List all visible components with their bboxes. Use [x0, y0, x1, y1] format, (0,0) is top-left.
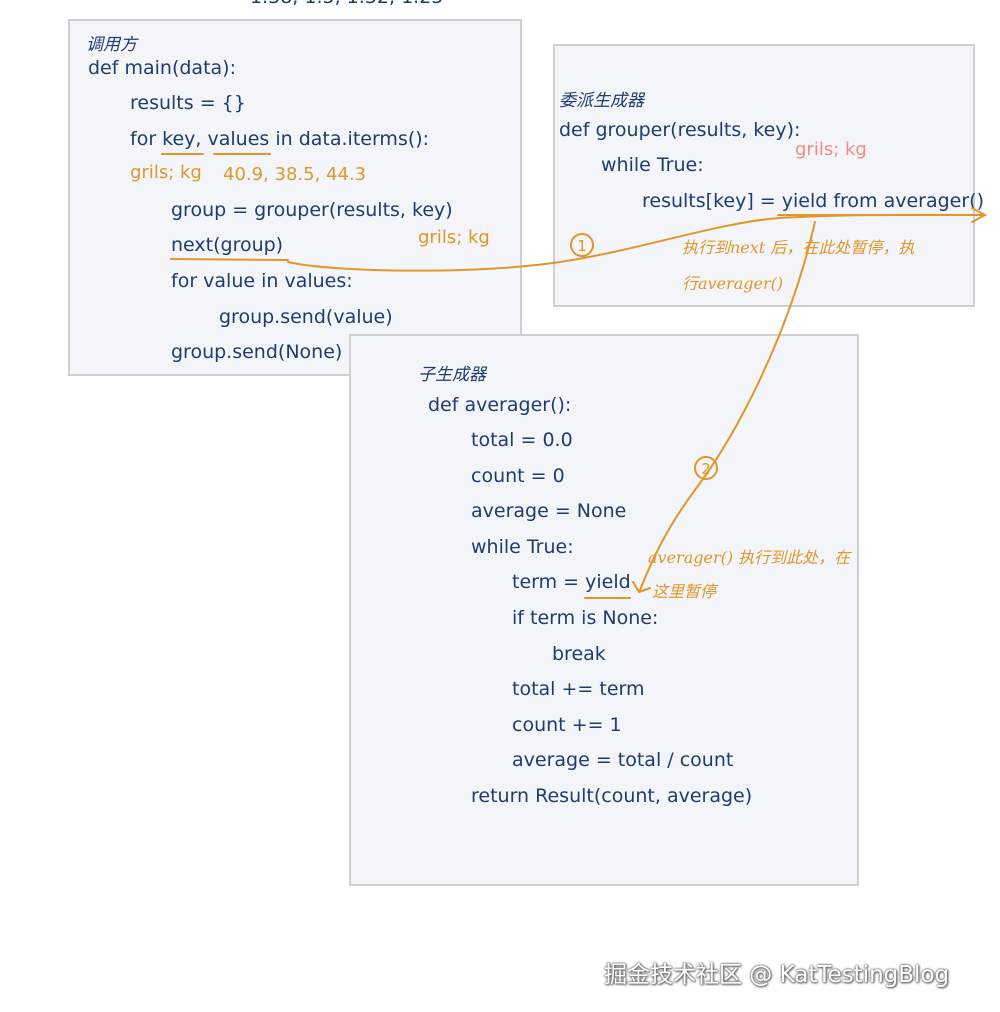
- arrow-2-line: [639, 221, 816, 591]
- subgen-line-total-add: total += term: [512, 678, 645, 700]
- annotation-key: grils; kg: [130, 162, 202, 183]
- delegator-note-line2: 行averager(): [682, 274, 784, 293]
- subgen-title: 子生成器: [418, 365, 486, 385]
- subgen-line-if: if term is None:: [512, 607, 659, 629]
- caller-line-send: group.send(value): [219, 306, 393, 328]
- marker-2-label: 2: [701, 460, 711, 478]
- subgen-line-term: term = yield: [512, 571, 631, 593]
- subgen-box: [349, 334, 859, 886]
- delegator-line-while: while True:: [601, 154, 704, 176]
- annotation-next: grils; kg: [418, 227, 490, 248]
- delegator-line-yield-from: results[key] = yield from averager(): [642, 190, 984, 212]
- subgen-line-break: break: [552, 643, 606, 665]
- subgen-line-average: average = None: [471, 500, 627, 522]
- caller-line-next: next(group): [171, 234, 284, 256]
- watermark: 掘金技术社区 @ KatTestingBlog: [604, 962, 950, 988]
- delegator-title: 委派生成器: [559, 91, 644, 111]
- arrow-2-head: [632, 581, 651, 594]
- subgen-line-average-calc: average = total / count: [512, 749, 734, 771]
- marker-1-label: 1: [577, 237, 587, 255]
- delegator-box: [553, 44, 975, 307]
- subgen-line-total: total = 0.0: [471, 429, 573, 451]
- marker-1-circle: [570, 233, 594, 257]
- caller-title: 调用方: [86, 35, 137, 55]
- subgen-line-while: while True:: [471, 536, 574, 558]
- delegator-annotation: grils; kg: [795, 139, 867, 160]
- subgen-note-line2: 这里暂停: [652, 582, 717, 601]
- annotation-values: 40.9, 38.5, 44.3: [223, 164, 367, 185]
- caller-line-for: for key, values in data.iterms():: [130, 128, 430, 150]
- caller-line-send-none: group.send(None): [171, 341, 343, 363]
- delegator-note-line1: 执行到next 后，在此处暂停，执: [682, 238, 915, 257]
- caller-line-for-value: for value in values:: [171, 270, 353, 292]
- clipped-top-text: 1.38, 1.5, 1.32, 1.25: [250, 0, 443, 8]
- subgen-line-def: def averager():: [428, 394, 572, 416]
- caller-line-def: def main(data):: [88, 57, 236, 79]
- arrow-1-line: [287, 213, 986, 272]
- subgen-line-count-add: count += 1: [512, 714, 622, 736]
- caller-line-results: results = {}: [130, 92, 246, 114]
- subgen-line-return: return Result(count, average): [471, 785, 753, 807]
- underline-next: [170, 258, 289, 261]
- marker-2-circle: [694, 456, 718, 480]
- caller-line-group: group = grouper(results, key): [171, 199, 453, 221]
- subgen-note-line1: averager() 执行到此处，在: [648, 548, 851, 567]
- caller-box: [68, 19, 522, 376]
- subgen-line-count: count = 0: [471, 465, 565, 487]
- delegator-line-def: def grouper(results, key):: [559, 119, 801, 141]
